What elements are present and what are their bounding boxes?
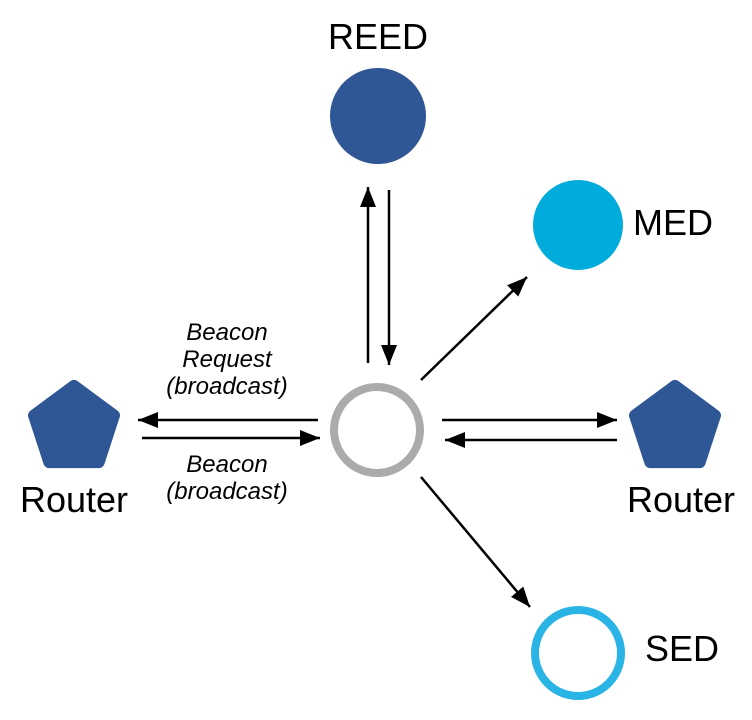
med-node-circle	[533, 180, 623, 270]
sed-label: SED	[645, 628, 720, 669]
sed-node-circle	[531, 606, 625, 700]
beacon-line2: (broadcast)	[166, 478, 288, 505]
router-left-label: Router	[19, 479, 129, 520]
reed-label: REED	[327, 16, 429, 57]
beacon-request-annotation: Beacon Request (broadcast)	[147, 319, 307, 400]
reed-node-circle	[330, 68, 426, 164]
med-label: MED	[633, 202, 713, 243]
router-right-label: Router	[626, 479, 736, 520]
arrow-joiner-to-sed	[420, 476, 531, 608]
beacon-line1: Beacon	[186, 451, 268, 478]
arrow-joiner-to-med	[420, 276, 528, 381]
joiner-node-circle	[330, 383, 424, 477]
beacon-request-line2: Request	[182, 346, 272, 373]
beacon-request-line3: (broadcast)	[166, 373, 288, 400]
beacon-request-line1: Beacon	[186, 319, 268, 346]
router-right-pentagon	[629, 379, 721, 469]
router-left-pentagon	[28, 379, 120, 469]
beacon-annotation: Beacon (broadcast)	[147, 451, 307, 505]
